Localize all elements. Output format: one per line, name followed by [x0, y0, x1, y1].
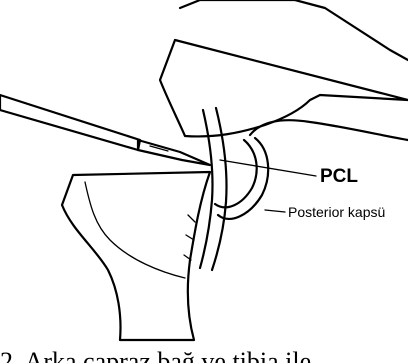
posterior-capsule-band-inner [215, 140, 257, 207]
scalpel-handle [0, 95, 140, 150]
pcl-ligament [200, 110, 213, 268]
pcl-ligament-edge [212, 108, 227, 270]
tibia-plateau-contour [85, 182, 185, 278]
tibia-outline [62, 172, 210, 340]
femur-outline [160, 0, 408, 136]
scalpel-blade [138, 140, 210, 165]
pcl-label: PCL [320, 166, 358, 187]
capsule-leader-line [265, 210, 285, 212]
posterior-capsule-label: Posterior kapsü [288, 204, 385, 220]
figure-caption: 2. Arka çapraz bağ ve tibia ile [0, 347, 311, 363]
femur-condyle-edge [250, 120, 408, 140]
